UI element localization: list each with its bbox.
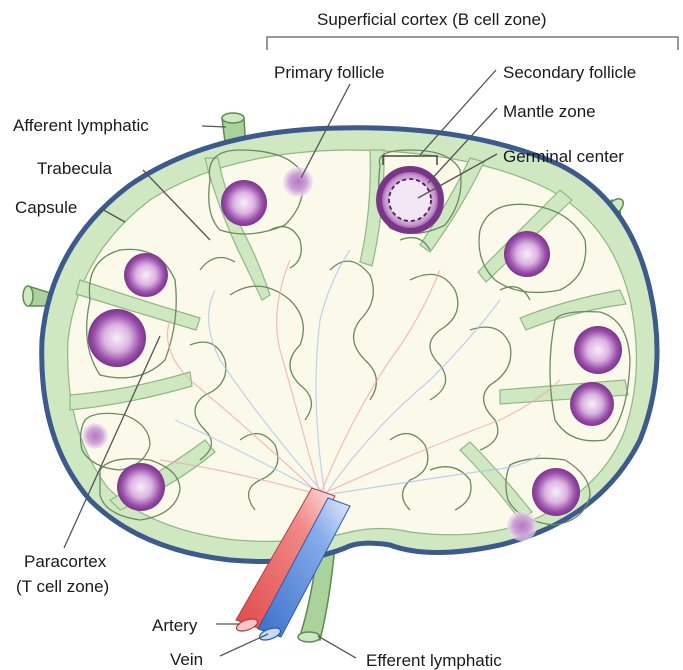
follicle xyxy=(504,231,550,277)
afferent-vessel-top-opening xyxy=(222,113,244,123)
efferent-vessel-opening xyxy=(298,632,320,642)
follicle xyxy=(221,180,267,226)
follicle xyxy=(574,326,622,374)
label-vein: Vein xyxy=(170,650,203,669)
follicle xyxy=(88,309,146,367)
label-efferent-lymphatic: Efferent lymphatic xyxy=(366,651,502,670)
label-artery: Artery xyxy=(152,616,198,635)
label-secondary-follicle: Secondary follicle xyxy=(503,63,636,82)
germinal-center xyxy=(389,179,431,221)
label-primary-follicle: Primary follicle xyxy=(274,63,385,82)
primary-follicle xyxy=(507,511,537,541)
label-t-cell-zone: (T cell zone) xyxy=(16,577,109,596)
follicle xyxy=(570,382,614,426)
label-afferent-lymphatic: Afferent lymphatic xyxy=(13,116,149,135)
follicle xyxy=(532,468,580,516)
leader-vein xyxy=(220,634,268,656)
label-paracortex: Paracortex xyxy=(24,552,107,571)
label-superficial-cortex: Superficial cortex (B cell zone) xyxy=(317,10,547,29)
label-germinal-center: Germinal center xyxy=(503,147,624,166)
label-mantle-zone: Mantle zone xyxy=(503,102,596,121)
superficial-cortex-bracket xyxy=(267,37,678,50)
follicle xyxy=(117,463,165,511)
primary-follicle xyxy=(283,167,313,197)
follicle xyxy=(124,253,168,297)
leader-efferent-lymphatic xyxy=(318,636,356,658)
afferent-vessel-left-opening xyxy=(23,286,33,306)
label-trabecula: Trabecula xyxy=(37,159,113,178)
label-capsule: Capsule xyxy=(15,198,77,217)
primary-follicle xyxy=(82,423,108,449)
